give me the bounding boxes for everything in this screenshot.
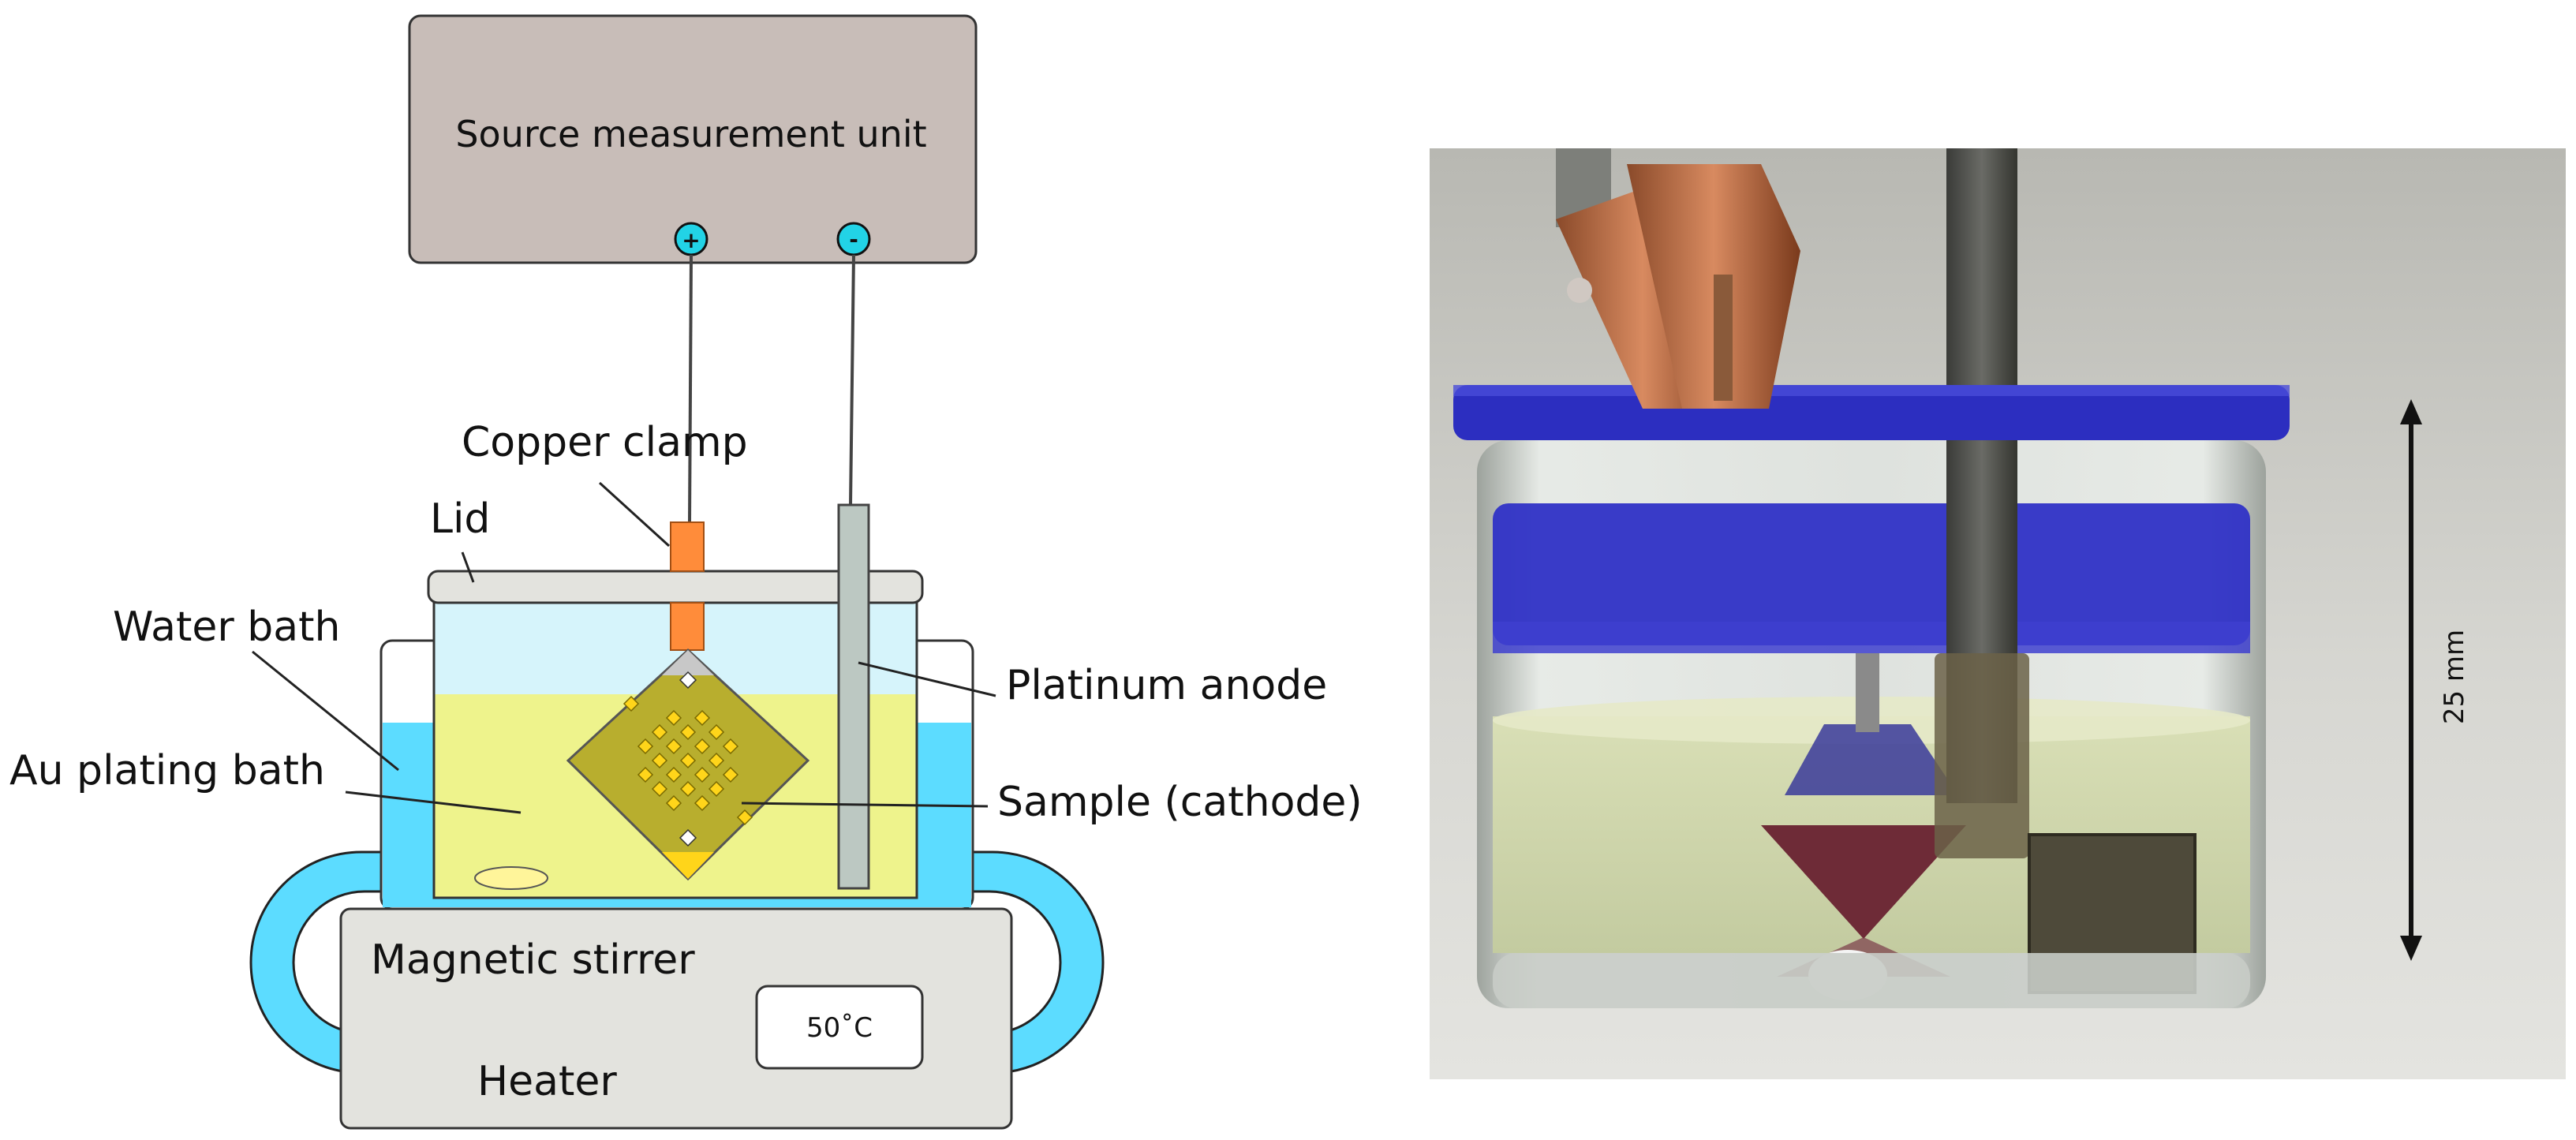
positive-wire	[688, 254, 693, 523]
contact-pad	[708, 780, 725, 798]
lid-reflection-band	[1493, 503, 2250, 645]
platinum-anode-leader	[858, 661, 996, 697]
source-measurement-unit-label: Source measurement unit	[455, 113, 926, 155]
contact-pad	[651, 780, 668, 798]
contact-pad	[679, 780, 697, 798]
sample-holder-blue	[1785, 724, 1958, 795]
temperature-readout: 50˚C	[806, 1012, 873, 1044]
platinum-anode-label: Platinum anode	[1006, 662, 1327, 709]
contact-pad	[665, 794, 682, 812]
scale-arrow	[2400, 399, 2422, 961]
copper-clamp-label: Copper clamp	[462, 419, 748, 466]
contact-pad	[694, 794, 711, 812]
alignment-mark	[679, 671, 697, 690]
contact-pad	[651, 723, 668, 741]
negative-terminal-icon: -	[836, 222, 871, 256]
contact-pad	[722, 738, 739, 755]
lid-leader	[461, 551, 475, 583]
magnetic-stirrer-heater	[339, 907, 1013, 1130]
svg-text:-: -	[849, 226, 858, 252]
platinum-anode	[837, 503, 870, 890]
contact-pad	[651, 752, 668, 769]
water-bath-label: Water bath	[113, 604, 340, 651]
magnetic-stirrer-label: Magnetic stirrer	[371, 936, 695, 984]
source-measurement-unit-box	[408, 14, 978, 264]
sample-cathode-leader	[741, 802, 989, 808]
contact-pad	[665, 738, 682, 755]
copper-clamp-leader	[598, 481, 671, 548]
contact-pad	[665, 766, 682, 783]
alignment-mark	[679, 828, 697, 847]
contact-pad	[694, 738, 711, 755]
contact-pad	[722, 766, 739, 783]
water-bath-leader	[252, 650, 399, 772]
contact-pad	[708, 752, 725, 769]
contact-pad	[637, 738, 654, 755]
contact-pad	[736, 809, 753, 826]
sample-in-solution	[1761, 825, 1966, 939]
contact-pad	[623, 695, 640, 712]
contact-pad	[679, 723, 697, 741]
svg-text:+: +	[682, 227, 700, 253]
au-plating-bath-leader	[345, 791, 522, 814]
contact-pad	[679, 752, 697, 769]
sample-cathode	[566, 648, 810, 881]
copper-clamp-bottom	[670, 602, 705, 651]
sample-cathode-label: Sample (cathode)	[997, 779, 1363, 826]
copper-clamp-top	[670, 521, 705, 572]
setup-photograph: 25 mm	[1430, 148, 2566, 1079]
temperature-display	[755, 985, 924, 1070]
au-plating-bath-label: Au plating bath	[9, 747, 325, 794]
contact-pad	[637, 766, 654, 783]
heater-label: Heater	[477, 1058, 617, 1105]
anode-rod-submerged	[1935, 653, 2029, 858]
positive-terminal-icon: +	[674, 222, 708, 256]
lid-label: Lid	[430, 495, 490, 543]
contact-pad	[708, 723, 725, 741]
scale-label: 25 mm	[2439, 630, 2470, 724]
electroplating-schematic: Source measurement unit + - 50˚C Magne	[9, 14, 1363, 1130]
stir-bar	[474, 866, 548, 890]
contact-pad	[665, 709, 682, 727]
contact-pad	[694, 709, 711, 727]
negative-wire	[849, 254, 855, 506]
copper-clip	[1556, 148, 1800, 409]
contact-pad	[694, 766, 711, 783]
